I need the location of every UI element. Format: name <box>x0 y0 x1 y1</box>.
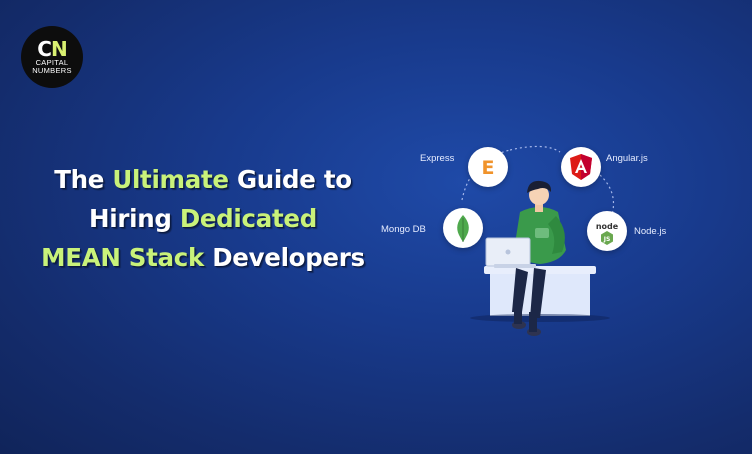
title-text: Developers <box>204 243 365 272</box>
logo-letter-c: C <box>37 37 52 61</box>
mongodb-leaf-icon <box>457 215 469 242</box>
laptop-logo <box>505 249 511 255</box>
logo-line-2: NUMBERS <box>32 66 72 75</box>
angular-label: Angular.js <box>606 153 648 164</box>
node-label: Node.js <box>634 226 667 237</box>
orbit-arc-top <box>509 145 561 153</box>
title-text: Guide to <box>228 165 352 194</box>
express-badge: E <box>468 147 508 187</box>
logo-line-1: CAPITAL <box>35 58 69 67</box>
title-highlight: Dedicated <box>179 204 317 233</box>
nodejs-badge: node JS <box>587 211 627 251</box>
capital-numbers-logo[interactable]: CN CAPITAL NUMBERS <box>21 26 83 88</box>
svg-text:E: E <box>482 157 495 179</box>
logo-mark: CN <box>37 37 68 61</box>
orbit-arc-right <box>599 174 615 216</box>
svg-text:JS: JS <box>603 236 611 243</box>
developer-neck <box>535 203 543 212</box>
express-letter-icon: E <box>482 157 495 179</box>
title-line-2: Hiring Dedicated <box>28 199 378 238</box>
title-line-1: The Ultimate Guide to <box>28 160 378 199</box>
laptop-base <box>494 264 536 268</box>
title-text: The <box>54 165 113 194</box>
developer-arm <box>548 216 565 254</box>
developer-hair <box>527 180 552 193</box>
developer-legs <box>512 268 546 318</box>
logo-letter-n: N <box>50 37 68 61</box>
express-label: Express <box>420 153 455 164</box>
angular-shield-icon <box>570 154 592 180</box>
mongodb-badge <box>443 208 483 248</box>
developer-shin-left <box>514 306 522 324</box>
page-title: The Ultimate Guide to Hiring Dedicated M… <box>28 160 378 277</box>
title-text: Hiring <box>89 204 180 233</box>
angular-badge <box>561 147 601 187</box>
mongo-label: Mongo DB <box>381 224 426 235</box>
title-highlight: Ultimate <box>112 165 229 194</box>
title-highlight: MEAN Stack <box>41 243 204 272</box>
title-line-3: MEAN Stack Developers <box>28 238 378 277</box>
svg-text:node: node <box>596 222 619 231</box>
developer-head <box>529 185 549 205</box>
developer-shin-right <box>529 312 537 332</box>
shirt-emblem <box>535 228 549 238</box>
nodejs-hexagon-icon: node JS <box>596 222 619 245</box>
